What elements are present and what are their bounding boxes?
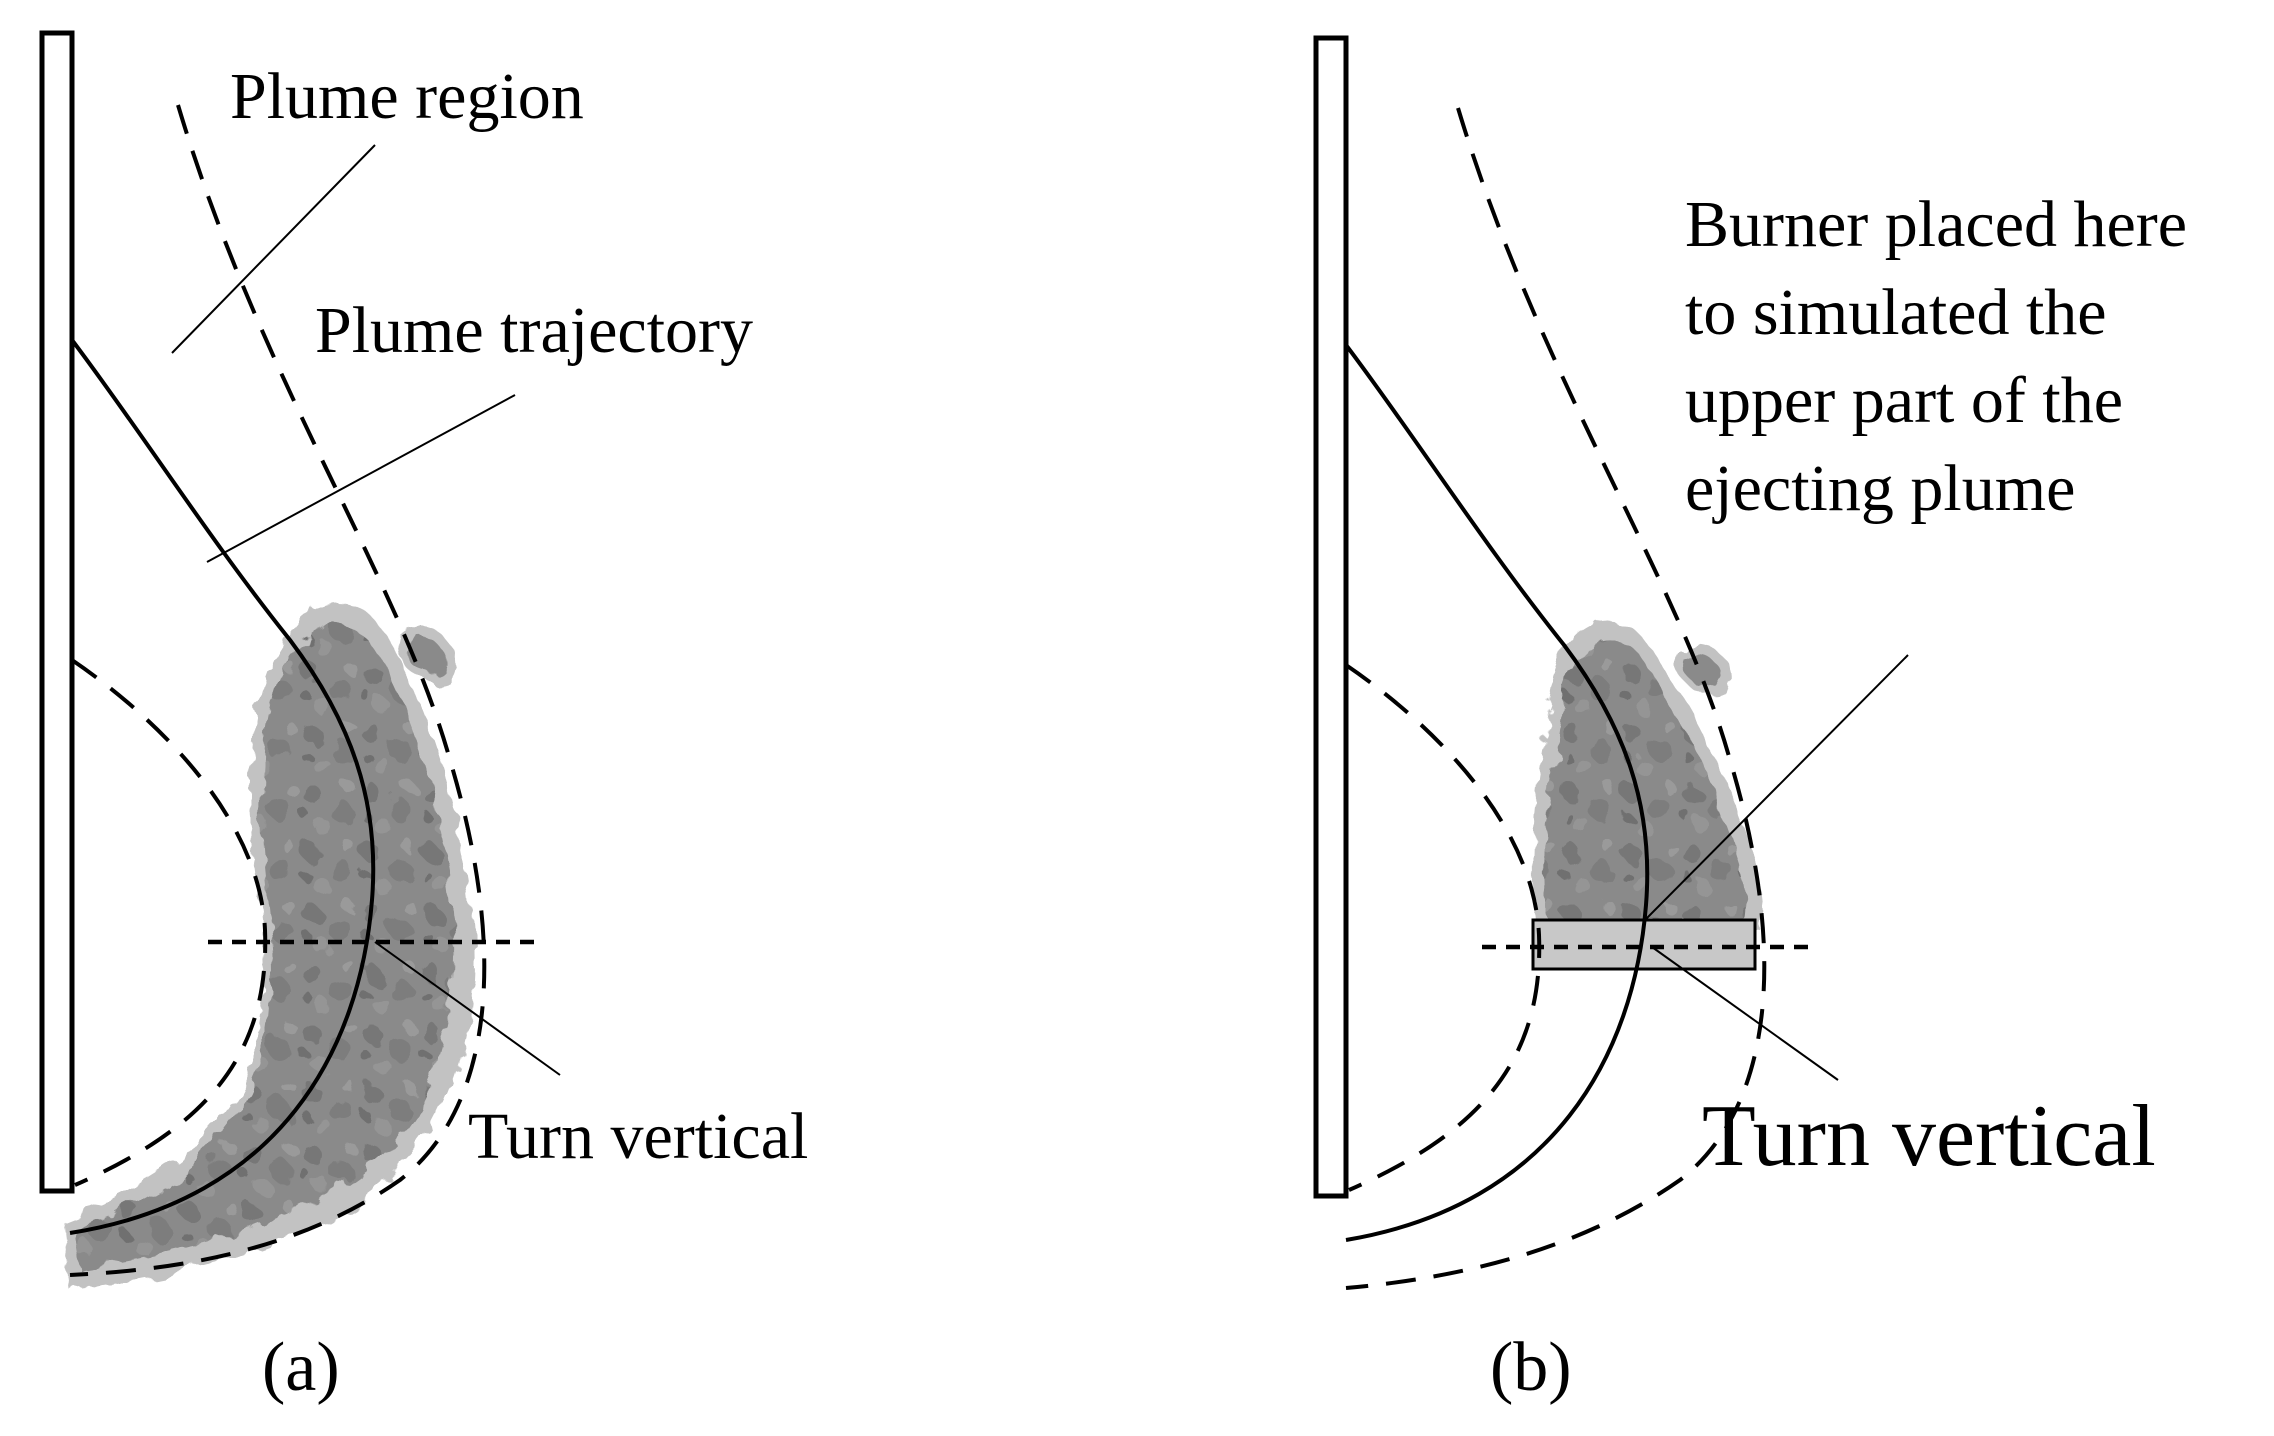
- turn-vertical-leader: [374, 941, 561, 1076]
- plume-trajectory-label: Plume trajectory: [315, 294, 753, 367]
- plume-trajectory-line: [69, 338, 376, 1235]
- burner-note-line-2: to simulated the: [1685, 276, 2107, 349]
- burner-note-line-4: ejecting plume: [1685, 452, 2075, 525]
- panel-a: Plume region Plume trajectory Turn verti…: [39, 30, 808, 1406]
- panel-a-caption: (a): [262, 1329, 340, 1406]
- turn-vertical-label: Turn vertical: [1702, 1088, 2156, 1185]
- panel-b-caption: (b): [1490, 1329, 1572, 1406]
- turn-vertical-label: Turn vertical: [468, 1100, 808, 1173]
- burner-leader: [1644, 654, 1909, 921]
- wall: [39, 30, 75, 1194]
- plume-trajectory-line: [1344, 343, 1650, 1242]
- plume-region-leader: [171, 144, 376, 354]
- turn-vertical-leader: [1651, 946, 1839, 1081]
- plume-region-label: Plume region: [230, 60, 584, 133]
- panel-b: Burner placed here to simulated the uppe…: [1313, 35, 2187, 1406]
- burner-note-line-3: upper part of the: [1685, 364, 2123, 437]
- plume-inner-boundary: [1344, 663, 1542, 1192]
- plume-trajectory-leader: [206, 394, 516, 563]
- wall: [1313, 35, 1349, 1199]
- plume-blob-partial: [1530, 621, 1764, 930]
- plume-blob: [62, 602, 474, 1290]
- burner-note-line-1: Burner placed here: [1685, 188, 2187, 261]
- plume-outer-boundary: [1345, 107, 1767, 1290]
- plume-outer-boundary: [69, 104, 487, 1277]
- plume-inner-boundary: [70, 658, 268, 1187]
